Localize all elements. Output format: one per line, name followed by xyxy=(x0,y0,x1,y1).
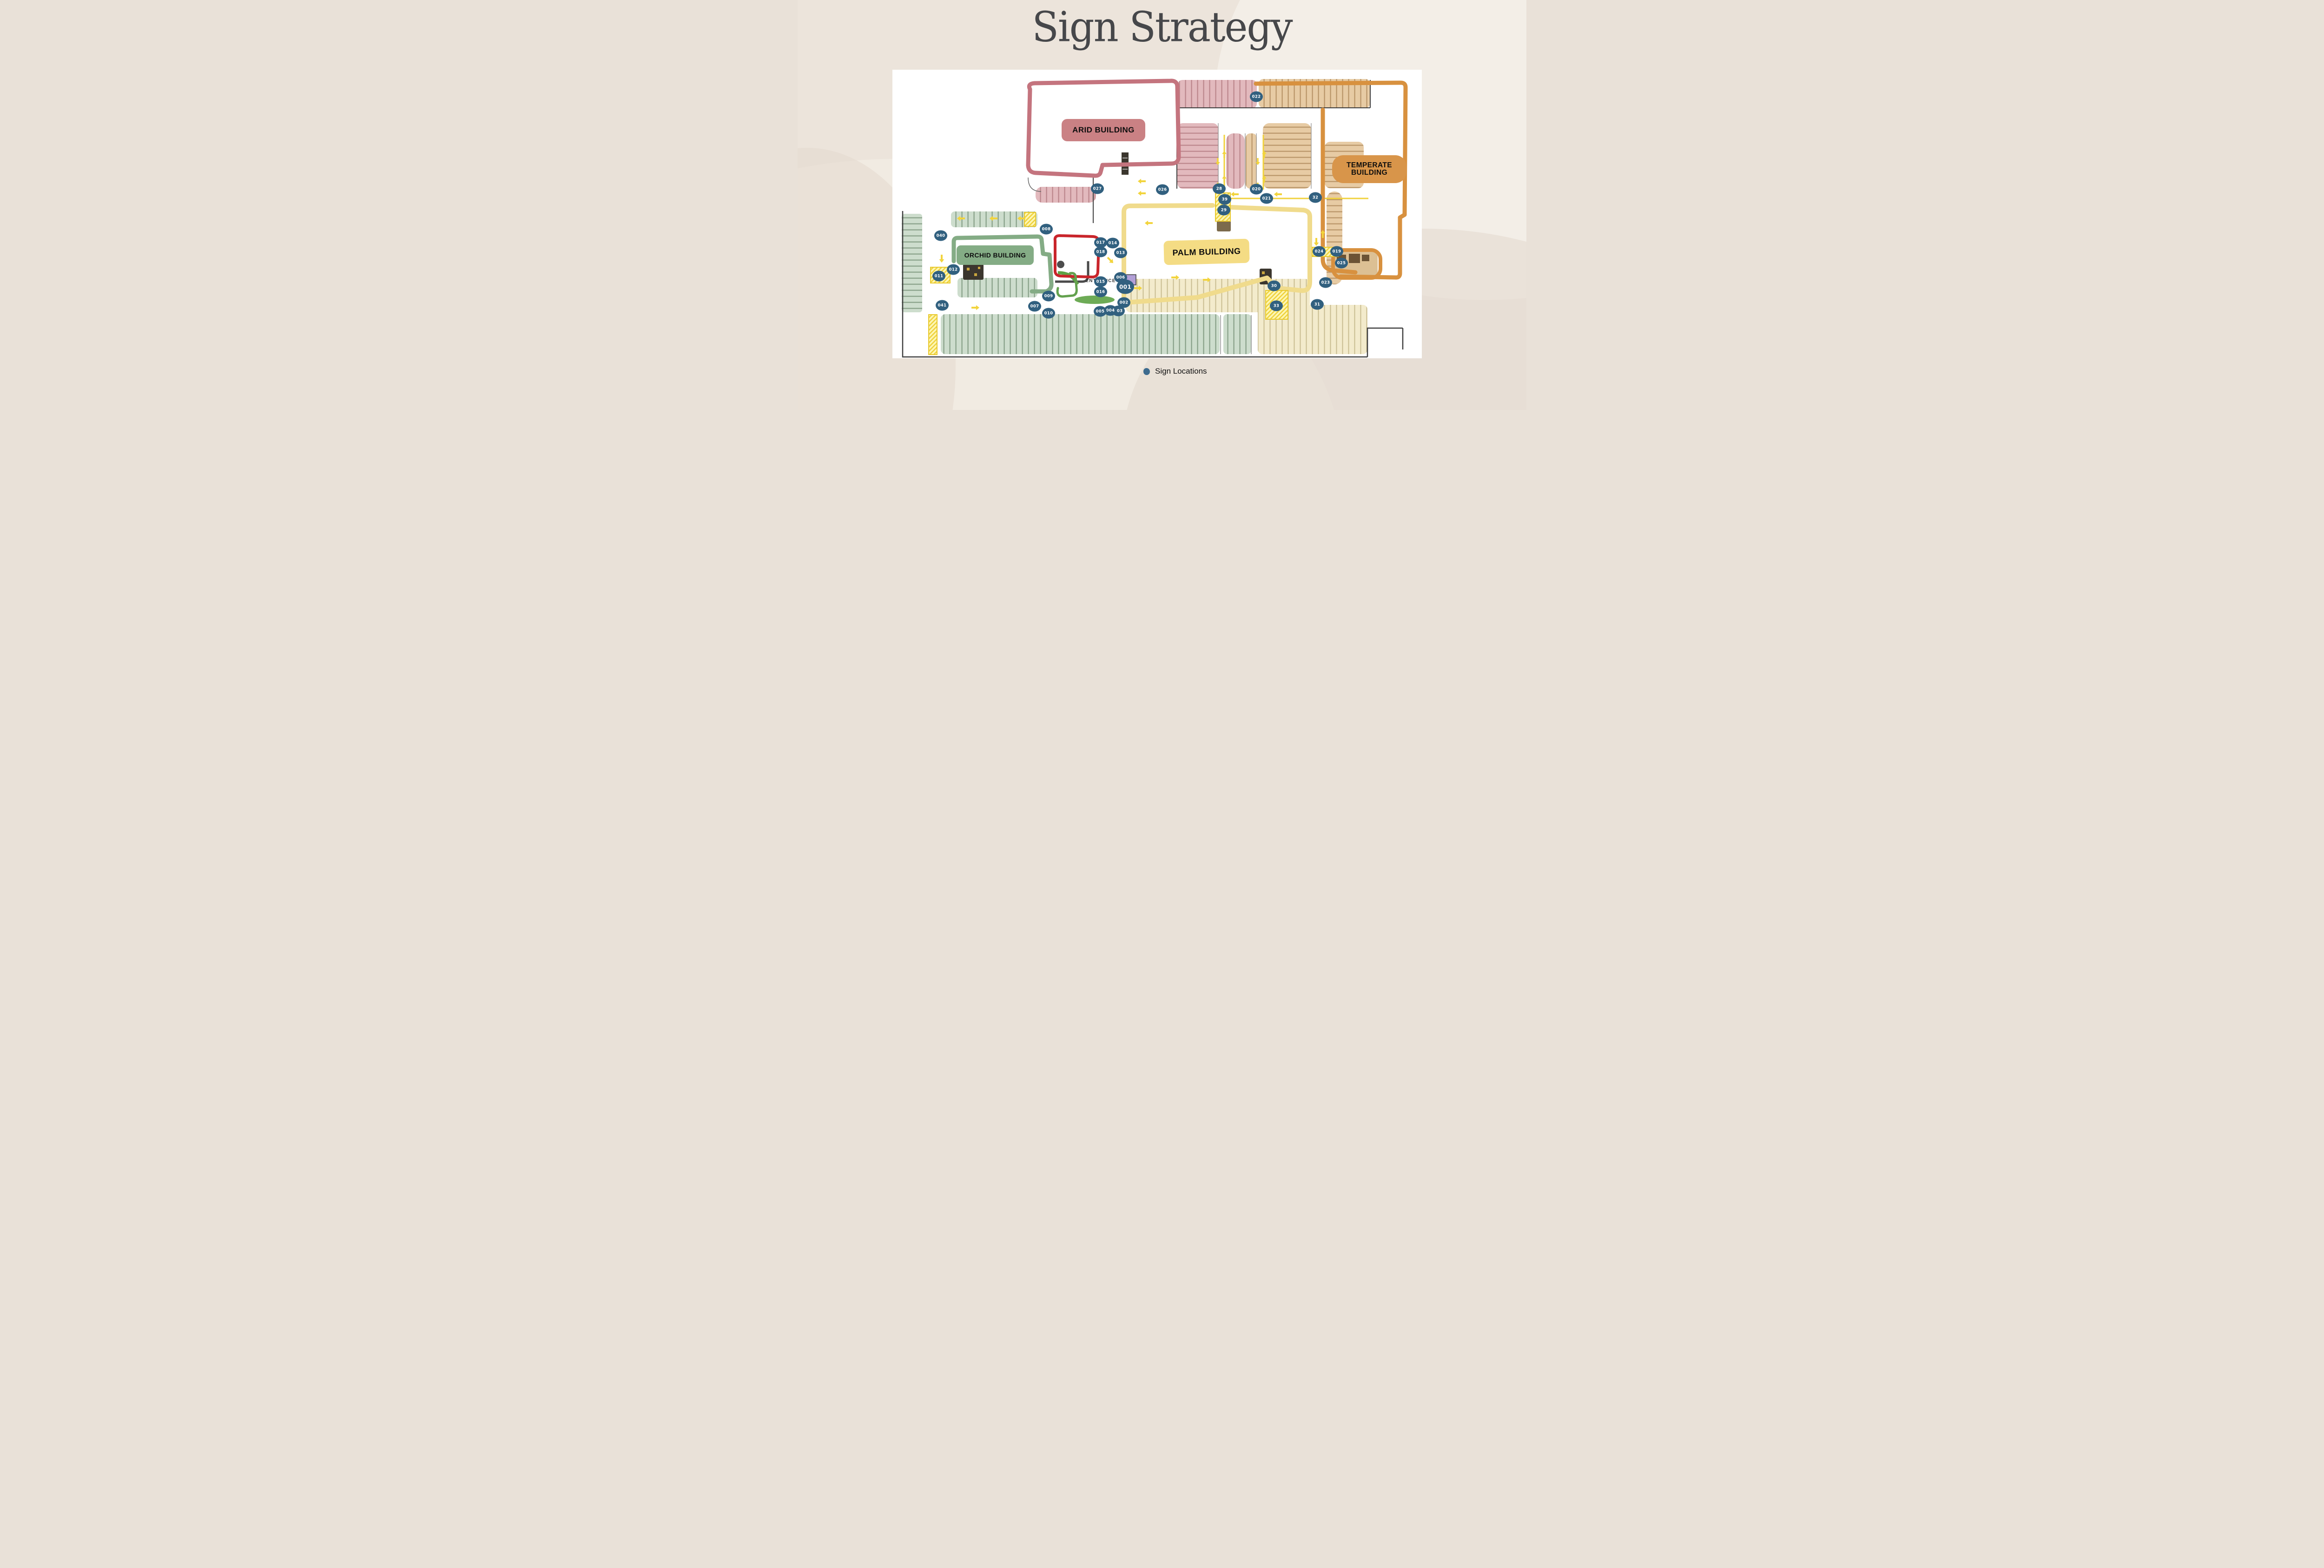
sign-marker-013[interactable]: 013 xyxy=(1114,247,1127,258)
orchid-building-label: ORCHID BUILDING xyxy=(957,245,1034,265)
sign-marker-021[interactable]: 021 xyxy=(1260,193,1273,204)
page-title: Sign Strategy xyxy=(1032,3,1293,51)
sign-marker-33[interactable]: 33 xyxy=(1270,300,1283,311)
legend: Sign Locations xyxy=(1143,367,1207,376)
legend-label: Sign Locations xyxy=(1155,367,1207,376)
sign-marker-014[interactable]: 014 xyxy=(1106,237,1119,249)
sign-marker-019[interactable]: 019 xyxy=(1330,246,1343,257)
sign-marker-010[interactable]: 010 xyxy=(1042,308,1055,319)
sign-marker-022[interactable]: 022 xyxy=(1250,91,1263,102)
sign-marker-39[interactable]: 39 xyxy=(1218,194,1231,205)
sign-marker-004[interactable]: 004 xyxy=(1104,305,1117,316)
sign-marker-009[interactable]: 009 xyxy=(1042,290,1055,302)
orchid-outline xyxy=(951,234,1054,294)
sign-marker-31[interactable]: 31 xyxy=(1311,299,1324,310)
sign-marker-008[interactable]: 008 xyxy=(1040,224,1053,235)
arid-outline xyxy=(1026,79,1181,178)
slide: Sign Strategy xyxy=(798,0,1526,410)
sign-marker-027[interactable]: 027 xyxy=(1091,183,1104,194)
sign-marker-29[interactable]: 29 xyxy=(1217,204,1230,216)
floor-plan-drawing xyxy=(902,79,1408,358)
sign-marker-012[interactable]: 012 xyxy=(947,264,960,275)
floor-plan-panel: ARID BUILDING TEMPERATE BUILDING PALM BU… xyxy=(892,70,1422,358)
red-route xyxy=(1053,234,1100,279)
sign-marker-041[interactable]: 041 xyxy=(936,300,949,311)
parking-areas xyxy=(902,79,1378,354)
sign-marker-30[interactable]: 30 xyxy=(1268,280,1281,291)
sign-marker-32[interactable]: 32 xyxy=(1309,192,1322,203)
sign-marker-020[interactable]: 020 xyxy=(1250,184,1263,195)
temperate-room-loop xyxy=(1331,248,1382,280)
sign-marker-002[interactable]: 002 xyxy=(1117,297,1130,308)
sign-marker-005[interactable]: 005 xyxy=(1094,306,1107,317)
sign-marker-011[interactable]: 011 xyxy=(932,270,945,282)
arid-building-label: ARID BUILDING xyxy=(1062,119,1145,141)
green-route xyxy=(1056,272,1078,298)
temperate-building-label: TEMPERATE BUILDING xyxy=(1332,155,1406,183)
sign-marker-024[interactable]: 024 xyxy=(1313,246,1326,257)
sign-marker-025[interactable]: 025 xyxy=(1335,257,1348,269)
sign-marker-040[interactable]: 040 xyxy=(934,230,947,241)
sign-location-dot-icon xyxy=(1143,368,1150,375)
temperate-outline xyxy=(1254,80,1408,280)
sign-marker-015[interactable]: 015 xyxy=(1094,276,1107,287)
sign-marker-023[interactable]: 023 xyxy=(1319,277,1332,288)
sign-marker-006[interactable]: 006 xyxy=(1114,272,1127,283)
sign-marker-007[interactable]: 007 xyxy=(1028,301,1041,312)
sign-marker-016[interactable]: 016 xyxy=(1094,286,1107,297)
sign-marker-017[interactable]: 017 xyxy=(1094,237,1107,248)
sign-marker-026[interactable]: 026 xyxy=(1156,184,1169,195)
sign-marker-28[interactable]: 28 xyxy=(1213,183,1226,194)
sign-marker-018[interactable]: 018 xyxy=(1094,246,1107,257)
